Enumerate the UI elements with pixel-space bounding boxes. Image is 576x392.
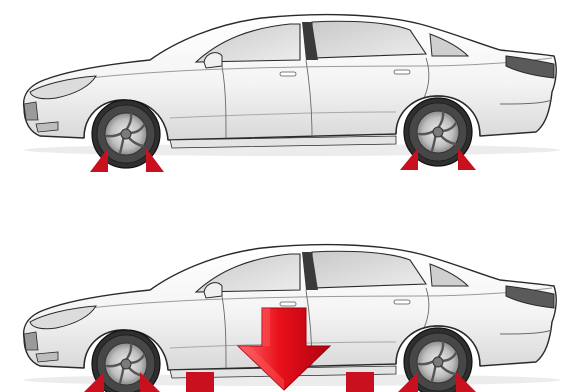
vehicle-panel-bottom — [0, 196, 576, 392]
sedan-illustration — [24, 15, 560, 168]
vehicle-panel-top — [0, 0, 576, 196]
vehicle-diagram-top — [0, 0, 576, 196]
vehicle-diagram-bottom — [0, 196, 576, 392]
jack-point-rear — [346, 372, 374, 392]
jack-point-front — [186, 372, 214, 392]
